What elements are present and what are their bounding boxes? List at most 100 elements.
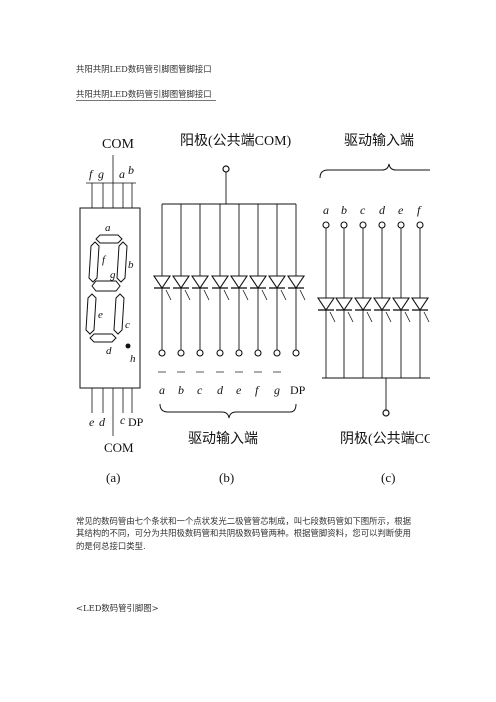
segment-label-d: d: [106, 345, 112, 357]
panel-a-pin-c: c: [120, 413, 126, 427]
panel-c-footer: 阴极(公共端COM): [340, 431, 430, 447]
panel-a-com-top: COM: [102, 137, 134, 152]
segment-dp: [125, 343, 131, 349]
segment-b: [116, 241, 128, 283]
segment-e: [85, 293, 97, 335]
panel-c-terminal: [397, 221, 405, 229]
panel-b-terminal: [254, 349, 262, 357]
light-arrow: [347, 311, 354, 323]
panel-c-pin-label: a: [323, 203, 329, 217]
panel-a-pin-b: b: [128, 163, 134, 177]
panel-b-pin-label: f: [255, 383, 260, 397]
title-underline: [76, 100, 216, 101]
light-arrow: [184, 289, 191, 301]
panel-c-com-terminal: [382, 409, 390, 417]
segment-f: [88, 241, 100, 283]
segment-label-c: c: [125, 319, 130, 331]
light-arrow: [165, 289, 172, 301]
panel-a-pin-f: f: [89, 167, 94, 181]
panel-b-pin-label: b: [178, 383, 184, 397]
segment-label-a: a: [105, 222, 111, 234]
light-arrow: [404, 311, 411, 323]
panel-c-terminal: [359, 221, 367, 229]
panel-b-footer: 驱动输入端: [188, 431, 258, 447]
panel-c-pin-label: f: [417, 203, 422, 217]
segment-d: [89, 333, 117, 343]
panel-c-led-a: [316, 297, 336, 311]
panel-a-pin-d: d: [99, 415, 106, 429]
panel-b-pin-label: c: [197, 383, 203, 397]
panel-a-pin-e: e: [89, 415, 95, 429]
panel-b-pin-label: DP: [290, 383, 306, 397]
segment-g: [91, 280, 121, 292]
light-arrow: [242, 289, 249, 301]
light-arrow: [385, 311, 392, 323]
light-arrow: [203, 289, 210, 301]
panel-b-led-b: [171, 275, 191, 289]
segment-label-h: h: [130, 353, 136, 365]
segment-label-e: e: [98, 309, 103, 321]
panel-b-led-f: [248, 275, 268, 289]
panel-c-brace: [319, 163, 430, 179]
panel-a-pin-g: g: [98, 167, 104, 181]
segment-label-g: g: [110, 269, 116, 281]
segment-a: [95, 234, 123, 244]
panel-c-terminal: [378, 221, 386, 229]
segment-label-f: f: [102, 254, 107, 266]
panel-b-terminal: [177, 349, 185, 357]
light-arrow: [329, 311, 336, 323]
panel-b-terminal: [216, 349, 224, 357]
panel-c-led-b: [334, 297, 354, 311]
light-arrow: [366, 311, 373, 323]
segment-c: [113, 293, 125, 335]
light-arrow: [280, 289, 287, 301]
document-title: 共阳共阴LED数码管引脚图管脚接口: [76, 64, 212, 74]
light-arrow: [299, 289, 306, 301]
light-arrow: [423, 311, 430, 323]
panel-a-label: (a): [106, 470, 120, 485]
panel-c-led-d: [372, 297, 392, 311]
panel-c-terminal: [416, 221, 424, 229]
paragraph-line: 其结构的不同，可分为共阳极数码管和共阴极数码管两种。根据管脚资料，您可以判断使用: [76, 528, 411, 539]
panel-c-label: (c): [381, 470, 395, 485]
panel-b-brace: [159, 403, 297, 419]
panel-b-led-DP: [286, 275, 306, 289]
panel-b-led-c: [190, 275, 210, 289]
panel-c-led-f: [410, 297, 430, 311]
panel-a-display-body: [79, 207, 141, 389]
panel-b-label: (b): [219, 470, 234, 485]
panel-b-led-g: [267, 275, 287, 289]
panel-b-terminal: [196, 349, 204, 357]
panel-b-terminal: [273, 349, 281, 357]
panel-a: COM f g a b a b c d e f g h e d: [79, 137, 144, 485]
panel-a-pin-a: a: [119, 167, 125, 181]
panel-b-led-d: [210, 275, 230, 289]
description-paragraph: 常见的数码管由七个条状和一个点状发光二极管管芯制成，叫七段数码管如下图所示，根据…: [76, 515, 432, 552]
panel-b-com-terminal: [222, 165, 230, 173]
paragraph-line: 常见的数码管由七个条状和一个点状发光二极管管芯制成，叫七段数码管如下图所示，根据: [76, 516, 411, 526]
panel-c-led-e: [391, 297, 411, 311]
light-arrow: [261, 289, 268, 301]
led-pinout-figure: COM f g a b a b c d e f g h e d: [79, 133, 430, 485]
panel-b-pin-label: d: [217, 383, 224, 397]
panel-b-pin-label: a: [159, 383, 165, 397]
panel-b-led-a: [152, 275, 172, 289]
panel-c-led-c: [353, 297, 373, 311]
panel-b-terminal: [292, 349, 300, 357]
panel-c-pin-label: e: [398, 203, 404, 217]
document-title-link[interactable]: 共阳共阴LED数码管引脚图管脚接口: [76, 89, 212, 99]
panel-b-terminal: [158, 349, 166, 357]
panel-c-pin-label: c: [360, 203, 366, 217]
panel-b-led-e: [229, 275, 249, 289]
panel-c-header: 驱动输入端: [344, 133, 414, 149]
panel-c-pin-label: b: [341, 203, 347, 217]
panel-b-pin-label: e: [236, 383, 242, 397]
panel-b-terminal: [235, 349, 243, 357]
panel-a-com-bottom: COM: [104, 440, 134, 455]
paragraph-line: 的是何总接口类型.: [76, 540, 146, 551]
panel-c-terminal: [322, 221, 330, 229]
figure-caption: <LED数码管引脚图>: [76, 603, 159, 613]
panel-c-terminal: [340, 221, 348, 229]
